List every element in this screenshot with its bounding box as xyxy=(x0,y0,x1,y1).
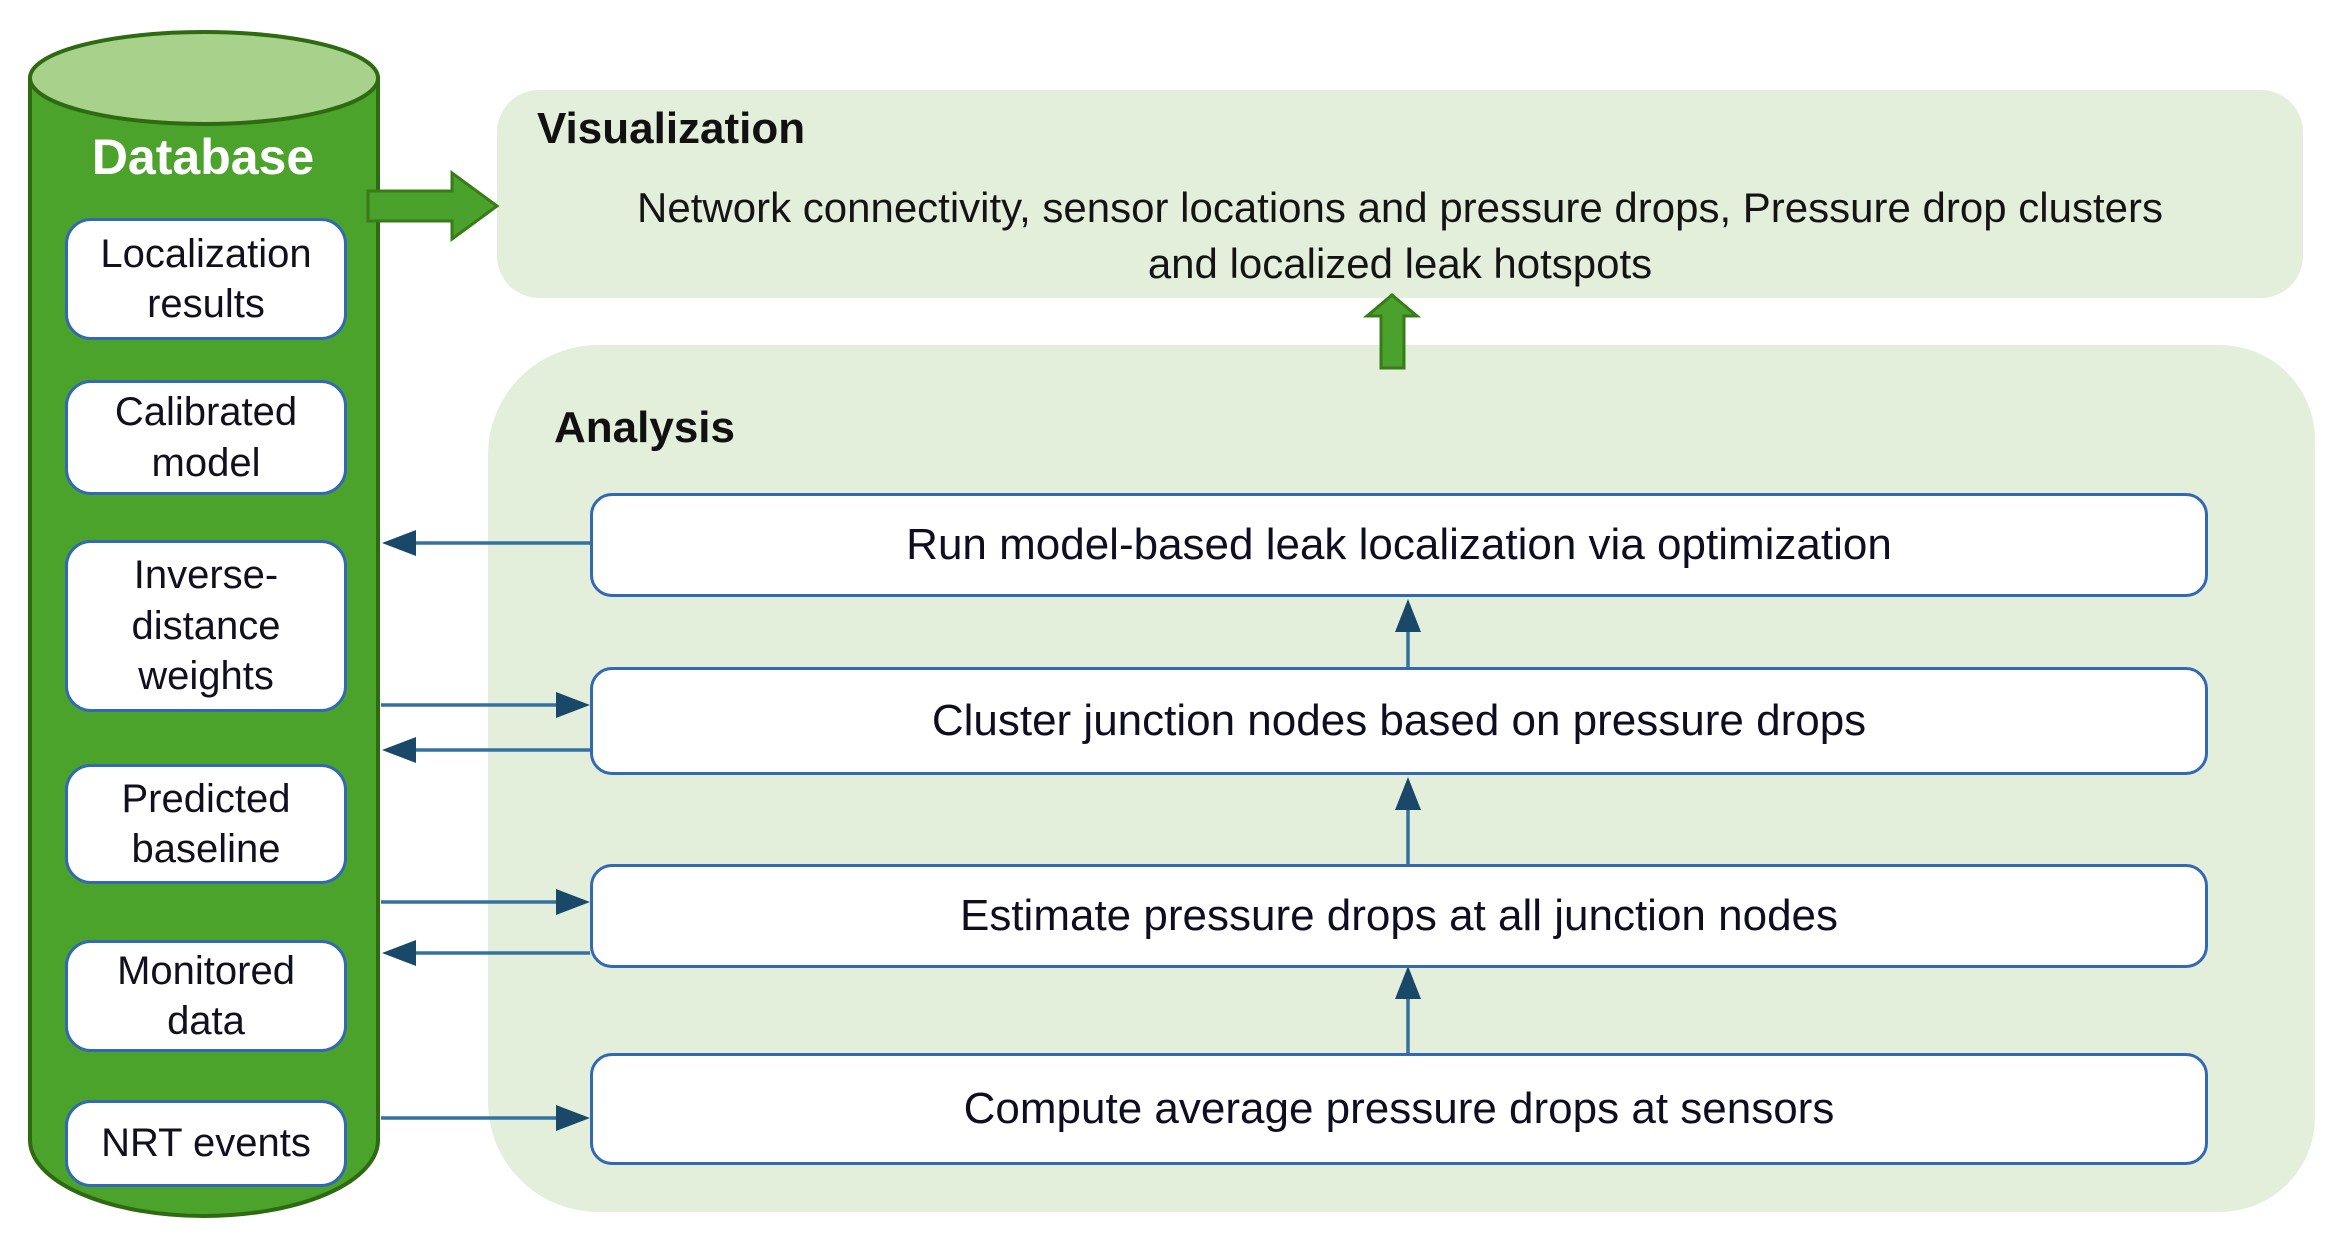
db-item-label: Predicted baseline xyxy=(121,776,291,871)
visualization-title: Visualization xyxy=(537,104,806,153)
db-item-monitored-data: Monitored data xyxy=(65,940,347,1052)
database-title: Database xyxy=(91,129,315,185)
step-label: Estimate pressure drops at all junction … xyxy=(959,891,1839,940)
db-item-localization-results: Localization results xyxy=(65,218,347,340)
step-estimate-pressure-drops: Estimate pressure drops at all junction … xyxy=(590,864,2208,968)
db-item-nrt-events: NRT events xyxy=(65,1100,347,1187)
db-item-label: Localization results xyxy=(100,231,312,326)
db-item-calibrated-model: Calibrated model xyxy=(65,380,347,495)
visualization-panel: Visualization Network connectivity, sens… xyxy=(497,90,2303,298)
visualization-text-line-2: and localized leak hotspots xyxy=(1147,240,1653,287)
step-cluster-junction-nodes: Cluster junction nodes based on pressure… xyxy=(590,667,2208,775)
analysis-title: Analysis xyxy=(554,403,735,452)
arrow-database-to-visualization-icon xyxy=(366,170,500,242)
step-label: Cluster junction nodes based on pressure… xyxy=(931,696,1867,745)
db-item-label: Inverse-distance weights xyxy=(131,553,281,699)
db-item-inverse-distance-weights: Inverse-distance weights xyxy=(65,540,347,712)
db-item-predicted-baseline: Predicted baseline xyxy=(65,764,347,884)
step-label: Compute average pressure drops at sensor… xyxy=(963,1084,1835,1133)
step-label: Run model-based leak localization via op… xyxy=(906,520,1892,569)
db-item-label: Calibrated model xyxy=(114,390,298,485)
db-item-label: Monitored data xyxy=(117,948,295,1043)
visualization-text-line-1: Network connectivity, sensor locations a… xyxy=(637,184,2163,231)
step-compute-average-pressure-drops: Compute average pressure drops at sensor… xyxy=(590,1053,2208,1165)
db-item-label: NRT events xyxy=(101,1121,311,1166)
step-run-model-based-leak-localization: Run model-based leak localization via op… xyxy=(590,493,2208,597)
database-cylinder-top xyxy=(28,30,380,126)
